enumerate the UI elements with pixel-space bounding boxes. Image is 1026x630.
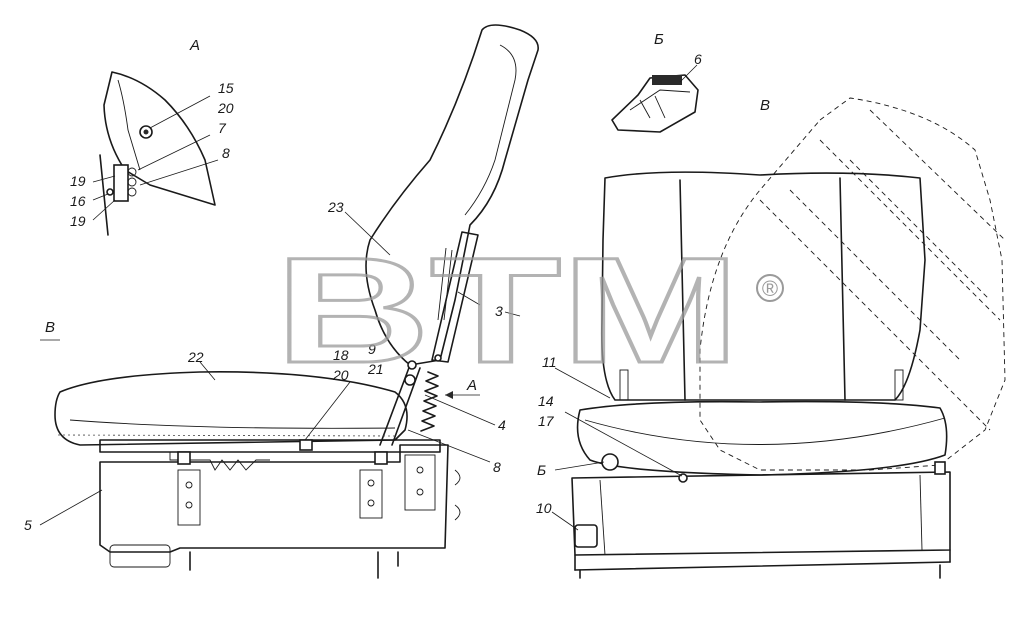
view-v: В [571,97,1006,579]
detail-b-title: Б [654,31,664,48]
callout-19: 19 [70,213,86,229]
watermark-text: BTM [275,226,740,394]
callout-19: 19 [70,173,86,189]
callout-6: 6 [694,51,702,67]
detail-a: А 15 20 7 8 19 16 19 [70,37,234,236]
callout-10: 10 [536,500,552,516]
view-v-title: В [760,97,770,114]
callout-20: 20 [217,100,234,116]
detail-a-title: А [189,37,200,54]
detail-b: Б 6 [611,31,702,133]
view-v-callouts: 11 14 17 Б 10 [536,354,683,531]
callout-14: 14 [538,393,554,409]
callout-18: 18 [333,347,349,363]
callout-7: 7 [218,120,227,136]
callout-17: 17 [538,413,555,429]
callout-15: 15 [218,80,234,96]
base-side [99,439,461,579]
callout-4: 4 [498,417,506,433]
callout-22: 22 [187,349,204,365]
callout-16: 16 [70,193,86,209]
callout-23: 23 [327,199,344,215]
cushion-side [54,371,441,471]
arrow-a-label: А [466,377,477,394]
callout-9: 9 [368,341,376,357]
backrest-side [365,24,539,446]
view-arrows: А В [40,319,480,399]
view-v-arrow-label: В [45,319,55,336]
side-view-callouts: 23 3 22 18 20 9 21 4 8 5 [24,199,521,533]
callout-3: 3 [495,303,503,319]
callout-5: 5 [24,517,32,533]
watermark-registered-mark: ® [762,276,778,301]
callout-8: 8 [493,459,501,475]
callout-b-lower: Б [537,462,546,478]
callout-11: 11 [542,354,557,370]
callout-20: 20 [332,367,349,383]
callout-8: 8 [222,145,230,161]
callout-21: 21 [367,361,384,377]
btm-watermark-logo: BTM ® [274,225,784,396]
